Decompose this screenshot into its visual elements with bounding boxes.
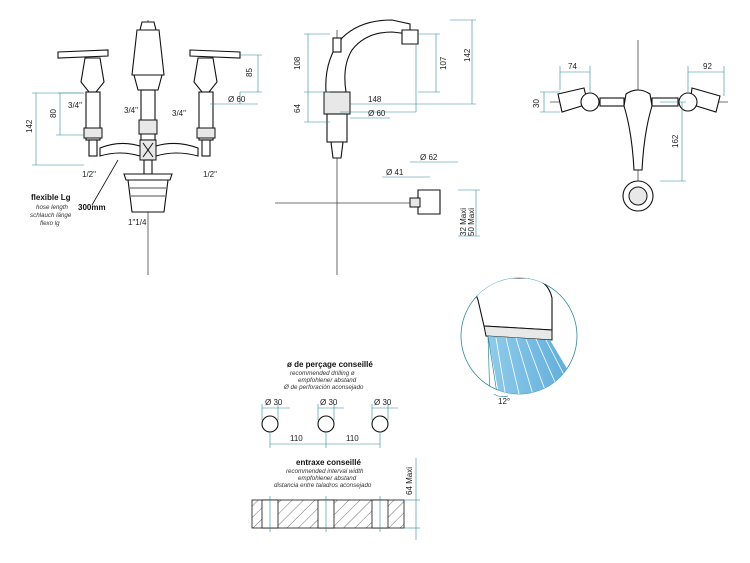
drilling-title: ø de perçage conseillé — [287, 360, 373, 369]
interval-line-1: recommended interval width — [286, 468, 364, 475]
flexible-line-3: flexo lg — [40, 220, 60, 227]
dim-60-side: Ø 60 — [368, 109, 386, 118]
dim-142-front: 142 — [25, 119, 34, 133]
hole-dia-3: Ø 30 — [374, 398, 392, 407]
drilling-line-2: empfohlener abstand — [298, 377, 357, 384]
dim-142-side: 142 — [463, 48, 472, 62]
thread-half-left: 1/2" — [82, 170, 96, 179]
dim-162: 162 — [671, 134, 680, 148]
drilling-line-1: recommended drilling ø — [290, 370, 355, 377]
dim-64: 64 — [293, 104, 302, 113]
interval-line-2: empfohlener abstand — [298, 475, 357, 482]
dim-60-front: Ø 60 — [228, 95, 246, 104]
dim-107: 107 — [439, 56, 448, 70]
flexible-line-2: schlauch länge — [30, 212, 72, 219]
thread-waste: 1"1/4 — [128, 218, 147, 227]
flexible-title: flexible Lg — [31, 193, 71, 202]
dim-80-front: 80 — [49, 109, 58, 118]
hole-dia-2: Ø 30 — [320, 398, 338, 407]
dim-148: 148 — [368, 95, 382, 104]
interval-line-3: distancia entre taladros aconsejado — [274, 482, 372, 489]
flexible-line-1: hose length — [36, 204, 69, 211]
thread-left: 3/4" — [68, 101, 82, 110]
thread-center: 3/4" — [124, 106, 138, 115]
dim-50-maxi: 50 Maxi — [467, 208, 476, 236]
spray-angle: 12° — [498, 397, 510, 406]
interval-title: entraxe conseillé — [296, 458, 361, 467]
top-view — [540, 40, 728, 212]
dim-32-maxi: 32 Maxi — [459, 208, 468, 236]
dim-41: Ø 41 — [386, 168, 404, 177]
thread-right: 3/4" — [172, 109, 186, 118]
drilling-line-3: Ø de perforación aconsejado — [283, 384, 364, 391]
max-thickness: 64 Maxi — [405, 467, 414, 495]
dim-85-front: 85 — [245, 68, 254, 77]
drilling-diagram — [261, 404, 398, 448]
dim-30-top: 30 — [532, 99, 541, 108]
dim-74: 74 — [568, 62, 577, 71]
hole-dia-1: Ø 30 — [265, 398, 283, 407]
dim-108: 108 — [293, 56, 302, 70]
dim-62: Ø 62 — [420, 153, 438, 162]
spray-detail — [460, 277, 578, 398]
front-view — [32, 20, 262, 275]
spacing-2: 110 — [346, 434, 359, 443]
spacing-1: 110 — [290, 434, 303, 443]
dim-92: 92 — [703, 62, 712, 71]
interval-diagram — [251, 458, 420, 540]
hose-length: 300mm — [78, 203, 106, 212]
thread-half-right: 1/2" — [203, 170, 217, 179]
side-view — [275, 19, 480, 275]
